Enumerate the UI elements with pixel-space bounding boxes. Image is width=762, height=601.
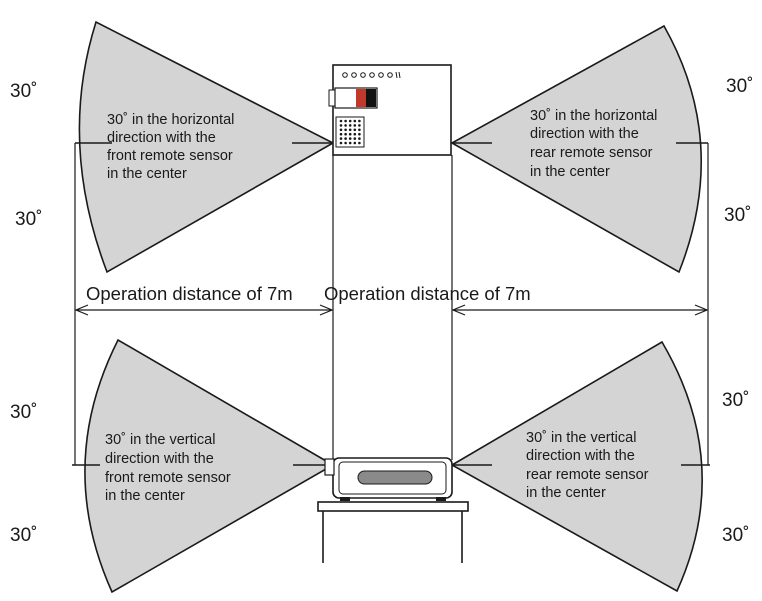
angle-label-top-right-lower: 30˚	[724, 205, 751, 226]
grille-dot	[344, 141, 347, 145]
grille-dot	[348, 128, 352, 132]
grille-dot	[344, 119, 347, 123]
grille-dot	[348, 124, 352, 127]
grille-dot	[353, 137, 357, 140]
grille-dot	[358, 141, 361, 145]
angle-label-top-left-upper: 30˚	[10, 81, 37, 102]
grille-dot	[358, 119, 361, 123]
caption-horizontal-rear: 30˚ in the horizontal direction with the…	[530, 108, 661, 180]
projector-top-view	[328, 64, 452, 156]
caption-horizontal-front: 30˚ in the horizontal direction with the…	[107, 112, 238, 182]
grille-dot	[358, 128, 361, 132]
caption-vertical-front: 30˚ in the vertical direction with the f…	[105, 432, 235, 504]
grille-dot	[339, 132, 343, 136]
grille-dot	[353, 124, 357, 127]
caption-vertical-rear: 30˚ in the vertical direction with the r…	[526, 430, 653, 501]
grille-dot	[358, 124, 361, 127]
grille-dot	[353, 141, 357, 145]
angle-label-bottom-left-lower: 30˚	[10, 525, 37, 546]
speaker-grille-icon	[335, 116, 365, 148]
grille-dot	[339, 137, 343, 140]
grille-dot	[358, 132, 361, 136]
angle-label-top-right-upper: 30˚	[726, 76, 753, 97]
grille-dot	[358, 137, 361, 140]
cone-top-left	[75, 20, 335, 274]
grille-dot	[339, 128, 343, 132]
grille-dot	[339, 119, 343, 123]
control-buttons	[342, 71, 401, 79]
grille-dot	[339, 141, 343, 145]
distance-label-right: Operation distance of 7m	[324, 283, 531, 304]
grille-dot	[353, 128, 357, 132]
grille-dot	[344, 137, 347, 140]
distance-label-left: Operation distance of 7m	[86, 283, 293, 304]
angle-label-bottom-left-upper: 30˚	[10, 402, 37, 423]
grille-dot	[348, 132, 352, 136]
grille-dot	[339, 124, 343, 127]
angle-label-bottom-right-upper: 30˚	[722, 390, 749, 411]
distance-arrow-right	[451, 304, 709, 316]
guide-lines	[74, 143, 709, 465]
cone-bottom-right	[450, 340, 710, 593]
grille-dot	[348, 137, 352, 140]
grille-dot	[353, 132, 357, 136]
distance-arrow-left	[74, 304, 334, 316]
angle-label-bottom-right-lower: 30˚	[722, 525, 749, 546]
cone-top-right	[450, 24, 708, 274]
grille-dot	[344, 132, 347, 136]
grille-dot	[353, 119, 357, 123]
grille-dot	[348, 119, 352, 123]
projector-side-view	[324, 457, 453, 501]
angle-label-top-left-lower: 30˚	[15, 209, 42, 230]
table-stand	[317, 501, 469, 563]
grille-dot	[344, 124, 347, 127]
lens-icon	[328, 87, 378, 109]
grille-dot	[348, 141, 352, 145]
grille-dot	[344, 128, 347, 132]
